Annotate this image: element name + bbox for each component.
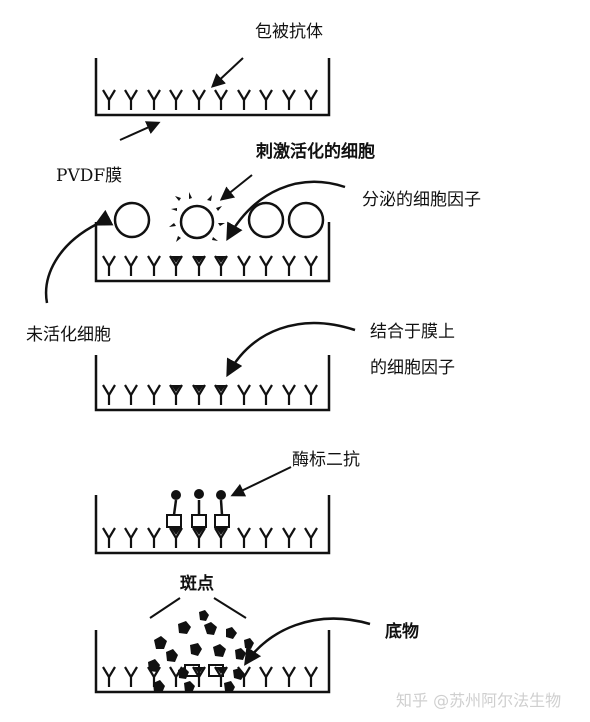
antibody xyxy=(147,89,161,110)
arrow-inactive-cell xyxy=(44,209,114,304)
antibody xyxy=(102,89,116,110)
label-coated-antibody: 包被抗体 xyxy=(255,22,323,42)
label-inactive-cell: 未活化细胞 xyxy=(26,325,111,345)
antibody xyxy=(102,255,116,276)
antibody xyxy=(259,384,273,405)
antibody xyxy=(124,89,138,110)
antibody xyxy=(102,666,116,687)
label-pvdf-membrane: PVDF膜 xyxy=(56,166,123,186)
antibody xyxy=(169,384,183,405)
antibody xyxy=(259,255,273,276)
antibody xyxy=(192,255,206,276)
antibody xyxy=(259,89,273,110)
antibody xyxy=(282,384,296,405)
antibody xyxy=(304,89,318,110)
inactive-cell xyxy=(113,201,151,239)
antibody-row-4 xyxy=(102,527,318,548)
antibody xyxy=(237,255,251,276)
antibody xyxy=(282,666,296,687)
antibody xyxy=(147,527,161,548)
antibody xyxy=(169,527,183,548)
arrow-pvdf-membrane xyxy=(119,121,161,141)
antibody xyxy=(214,255,228,276)
well-1 xyxy=(94,58,331,117)
cytokine xyxy=(171,256,181,263)
antibody xyxy=(192,384,206,405)
cytokine xyxy=(194,385,204,392)
well-5 xyxy=(94,630,331,694)
antibody xyxy=(237,527,251,548)
antibody-row-3 xyxy=(102,384,318,405)
well-4 xyxy=(94,495,331,555)
arrow-coated-antibody xyxy=(210,57,244,88)
well-3 xyxy=(94,355,331,412)
inactive-cell xyxy=(287,201,325,239)
antibody-row-1 xyxy=(102,89,318,110)
antibody xyxy=(214,527,228,548)
antibody xyxy=(169,255,183,276)
antibody xyxy=(259,666,273,687)
label-secreted-cytokine: 分泌的细胞因子 xyxy=(362,190,481,210)
label-stimulated-cell: 刺激活化的细胞 xyxy=(256,142,375,162)
arrow-enzyme-secondary xyxy=(230,466,292,497)
antibody xyxy=(282,527,296,548)
antibody xyxy=(124,255,138,276)
label-bound-cytokine-line1: 结合于膜上 xyxy=(370,322,455,342)
spot-bracket xyxy=(149,597,247,619)
inactive-cell xyxy=(247,201,285,239)
arrow-secreted-cytokine xyxy=(226,180,346,242)
antibody xyxy=(124,666,138,687)
enzyme-secondary-antibodies xyxy=(166,489,230,528)
label-bound-cytokine-line2: 的细胞因子 xyxy=(370,358,455,378)
arrow-substrate xyxy=(244,617,371,666)
antibody xyxy=(304,666,318,687)
antibody xyxy=(237,384,251,405)
antibody xyxy=(192,527,206,548)
stimulated-cell xyxy=(169,192,225,242)
antibody xyxy=(192,89,206,110)
cytokine xyxy=(171,528,181,535)
arrow-stimulated-cell xyxy=(219,174,253,201)
label-substrate: 底物 xyxy=(385,622,419,642)
antibody xyxy=(147,384,161,405)
label-spot: 斑点 xyxy=(180,574,214,594)
antibody xyxy=(214,89,228,110)
antibody xyxy=(169,89,183,110)
cytokine xyxy=(194,256,204,263)
cytokine xyxy=(194,528,204,535)
arrow-bound-cytokine xyxy=(226,321,356,378)
antibody xyxy=(282,89,296,110)
antibody xyxy=(304,384,318,405)
antibody xyxy=(102,527,116,548)
antibody xyxy=(124,384,138,405)
antibody xyxy=(214,384,228,405)
cytokine xyxy=(171,385,181,392)
antibody xyxy=(304,255,318,276)
antibody xyxy=(304,527,318,548)
antibody xyxy=(124,527,138,548)
antibody xyxy=(147,255,161,276)
watermark: 知乎 @苏州阿尔法生物 xyxy=(396,691,562,710)
antibody xyxy=(102,384,116,405)
cytokine xyxy=(216,256,226,263)
antibody xyxy=(282,255,296,276)
label-enzyme-secondary: 酶标二抗 xyxy=(292,450,360,470)
cytokine xyxy=(216,528,226,535)
antibody xyxy=(237,89,251,110)
spot-precipitate xyxy=(148,610,254,693)
antibody xyxy=(259,527,273,548)
well-2 xyxy=(94,222,331,283)
cytokine xyxy=(216,385,226,392)
antibody-row-2 xyxy=(102,255,318,276)
